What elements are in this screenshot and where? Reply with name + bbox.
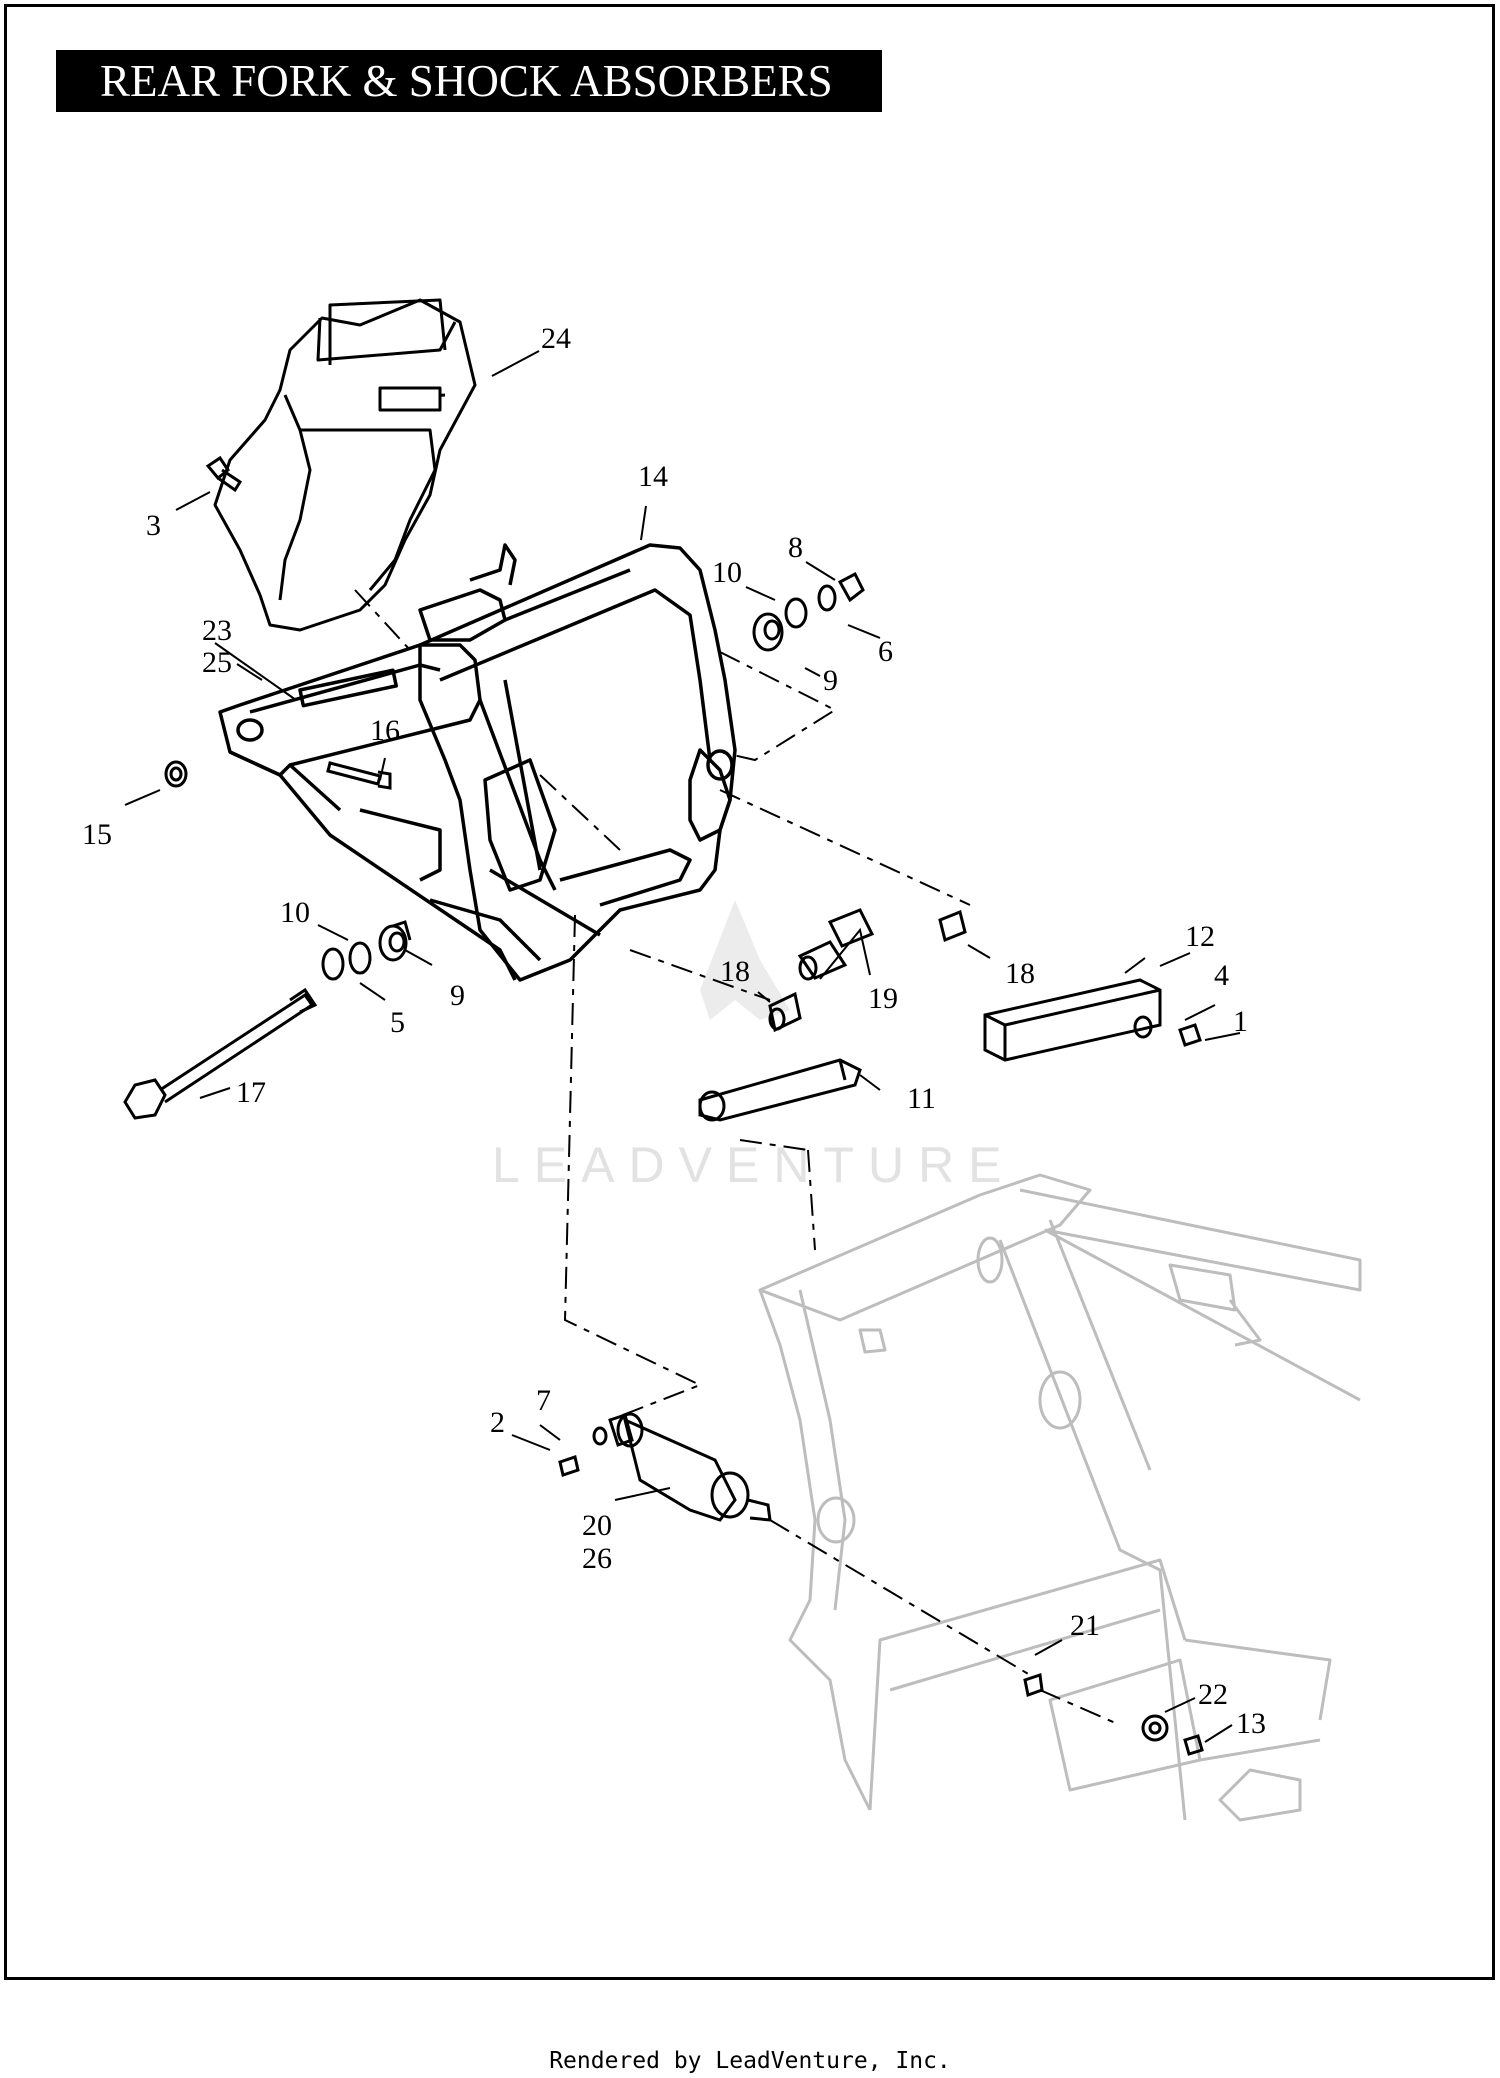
callout-10-left: 10 (280, 896, 310, 929)
callout-3: 3 (146, 509, 161, 542)
callouts: 24 3 14 8 10 6 9 23 25 16 15 10 9 5 17 1… (82, 322, 1266, 1740)
callout-19: 19 (868, 982, 898, 1015)
callout-12: 12 (1185, 920, 1215, 953)
left-pivot-hardware (321, 920, 412, 981)
callout-20: 20 (582, 1509, 612, 1542)
callout-15: 15 (82, 818, 112, 851)
callout-5: 5 (390, 1006, 405, 1039)
callout-17: 17 (236, 1076, 266, 1109)
watermark-logo (700, 900, 790, 1020)
footer-credit: Rendered by LeadVenture, Inc. (549, 2048, 951, 2074)
watermark: LEADVENTURE (492, 900, 1016, 1193)
bolt-3 (205, 455, 243, 493)
callout-21: 21 (1070, 1609, 1100, 1642)
callout-14: 14 (638, 460, 668, 493)
callout-6: 6 (878, 635, 893, 668)
callout-18-left: 18 (720, 955, 750, 988)
bolt-16 (326, 761, 392, 790)
shock-absorber (558, 1412, 772, 1522)
callout-9-left: 9 (450, 979, 465, 1012)
callout-10-right: 10 (712, 556, 742, 589)
callout-18-right: 18 (1005, 957, 1035, 990)
page-title: REAR FORK & SHOCK ABSORBERS (100, 56, 833, 106)
crossmember-12 (983, 978, 1202, 1062)
callout-8: 8 (788, 531, 803, 564)
title-banner: REAR FORK & SHOCK ABSORBERS (56, 50, 882, 112)
bushings-18-19 (768, 908, 967, 1033)
callout-11: 11 (907, 1082, 936, 1115)
motorcycle-frame-ghost (758, 1173, 1362, 1822)
callout-25: 25 (202, 646, 232, 679)
drawing-frame (4, 4, 1495, 1980)
callout-9-right: 9 (823, 664, 838, 697)
callout-26: 26 (582, 1542, 612, 1575)
callout-23: 23 (202, 614, 232, 647)
callout-24: 24 (541, 322, 571, 355)
link-11 (698, 1058, 862, 1122)
callout-13: 13 (1236, 1707, 1266, 1740)
leader-lines (124, 350, 1241, 1743)
axle-bolt (123, 987, 318, 1120)
callout-4: 4 (1214, 959, 1229, 992)
belt-guard (213, 298, 477, 632)
watermark-text: LEADVENTURE (492, 1137, 1016, 1193)
callout-2: 2 (490, 1406, 505, 1439)
callout-22: 22 (1198, 1678, 1228, 1711)
swingarm (218, 543, 737, 982)
right-pivot-hardware (752, 571, 865, 652)
assembly-lines (354, 589, 1121, 1726)
callout-1: 1 (1233, 1005, 1248, 1038)
spacer-15 (164, 760, 188, 788)
callout-16: 16 (370, 714, 400, 747)
callout-7: 7 (536, 1384, 551, 1417)
